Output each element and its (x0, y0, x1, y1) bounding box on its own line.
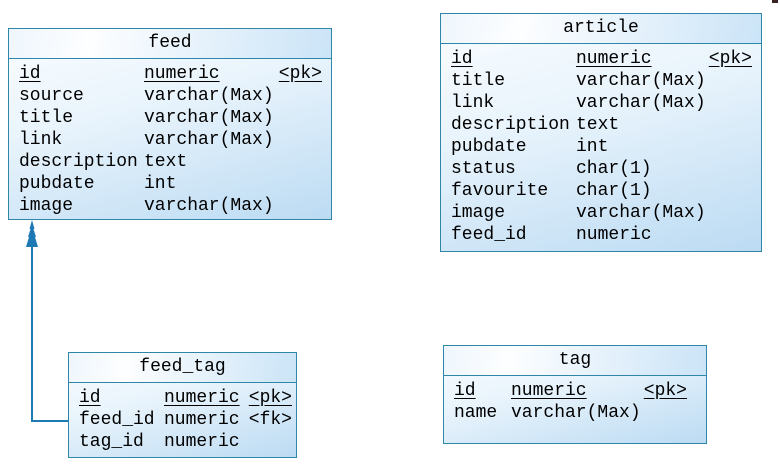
table-tag[interactable]: tag id numeric <pk> name varchar(Max) (443, 345, 707, 444)
column-type: int (144, 174, 177, 194)
column-name: title (19, 108, 74, 128)
column-name: pubdate (451, 137, 527, 157)
column-row: status char(1) (451, 158, 752, 180)
column-name: name (454, 403, 498, 423)
column-type: numeric (164, 410, 240, 430)
column-type: varchar(Max) (144, 86, 274, 106)
column-type: text (576, 115, 620, 135)
column-row: image varchar(Max) (19, 195, 322, 217)
column-type: numeric (164, 388, 240, 408)
column-row: id numeric <pk> (79, 387, 292, 409)
column-row: tag_id numeric (79, 431, 292, 453)
table-title: feed_tag (69, 353, 296, 383)
column-type: char(1) (576, 159, 652, 179)
table-article[interactable]: article id numeric <pk> title varchar(Ma… (440, 13, 762, 252)
column-type: varchar(Max) (144, 108, 274, 128)
column-type: char(1) (576, 181, 652, 201)
column-row: name varchar(Max) (454, 402, 687, 424)
column-key: <pk> (708, 49, 752, 69)
column-name: id (19, 64, 41, 84)
column-type: int (576, 137, 609, 157)
column-key: <pk> (278, 64, 322, 84)
column-name: tag_id (79, 432, 144, 452)
table-title: feed (9, 29, 331, 59)
column-type: numeric (576, 49, 652, 69)
column-type: varchar(Max) (511, 403, 641, 423)
column-row: link varchar(Max) (19, 129, 322, 151)
column-name: pubdate (19, 174, 95, 194)
column-type: numeric (164, 432, 240, 452)
column-row: pubdate int (451, 136, 752, 158)
table-columns: id numeric <pk> name varchar(Max) (444, 376, 706, 424)
column-type: varchar(Max) (144, 196, 274, 216)
relationship-line-horizontal[interactable] (31, 420, 69, 422)
column-name: id (454, 381, 476, 401)
column-type: varchar(Max) (576, 71, 706, 91)
column-key: <pk> (248, 388, 292, 408)
column-type: numeric (511, 381, 587, 401)
table-feed-tag[interactable]: feed_tag id numeric <pk> feed_id numeric… (68, 352, 297, 458)
table-columns: id numeric <pk> title varchar(Max) link … (441, 44, 761, 246)
column-row: favourite char(1) (451, 180, 752, 202)
column-row: title varchar(Max) (19, 107, 322, 129)
column-row: link varchar(Max) (451, 92, 752, 114)
column-type: varchar(Max) (576, 203, 706, 223)
table-feed[interactable]: feed id numeric <pk> source varchar(Max)… (8, 28, 332, 220)
column-name: id (79, 388, 101, 408)
column-name: source (19, 86, 84, 106)
column-type: numeric (144, 64, 220, 84)
column-key: <pk> (643, 381, 687, 401)
column-name: link (451, 93, 495, 113)
column-row: feed_id numeric (451, 224, 752, 246)
column-key: <fk> (248, 410, 292, 430)
table-columns: id numeric <pk> source varchar(Max) titl… (9, 59, 331, 217)
column-name: image (19, 196, 74, 216)
screen-corner-artifact (772, 0, 778, 3)
column-name: image (451, 203, 506, 223)
table-title: tag (444, 346, 706, 376)
column-type: varchar(Max) (576, 93, 706, 113)
column-row: description text (451, 114, 752, 136)
column-row: id numeric <pk> (19, 63, 322, 85)
table-title: article (441, 14, 761, 44)
column-row: description text (19, 151, 322, 173)
column-row: source varchar(Max) (19, 85, 322, 107)
column-name: feed_id (451, 225, 527, 245)
column-name: link (19, 130, 63, 150)
column-row: pubdate int (19, 173, 322, 195)
column-type: numeric (576, 225, 652, 245)
column-row: image varchar(Max) (451, 202, 752, 224)
column-name: status (451, 159, 516, 179)
column-name: title (451, 71, 506, 91)
table-columns: id numeric <pk> feed_id numeric <fk> tag… (69, 383, 296, 453)
column-name: description (451, 115, 570, 135)
relationship-arrowhead-icon (26, 220, 38, 247)
column-name: description (19, 152, 138, 172)
relationship-line-vertical[interactable] (31, 240, 33, 422)
column-row: id numeric <pk> (451, 48, 752, 70)
column-type: text (144, 152, 188, 172)
column-type: varchar(Max) (144, 130, 274, 150)
column-row: id numeric <pk> (454, 380, 687, 402)
column-row: title varchar(Max) (451, 70, 752, 92)
column-name: favourite (451, 181, 549, 201)
column-row: feed_id numeric <fk> (79, 409, 292, 431)
column-name: feed_id (79, 410, 155, 430)
column-name: id (451, 49, 473, 69)
